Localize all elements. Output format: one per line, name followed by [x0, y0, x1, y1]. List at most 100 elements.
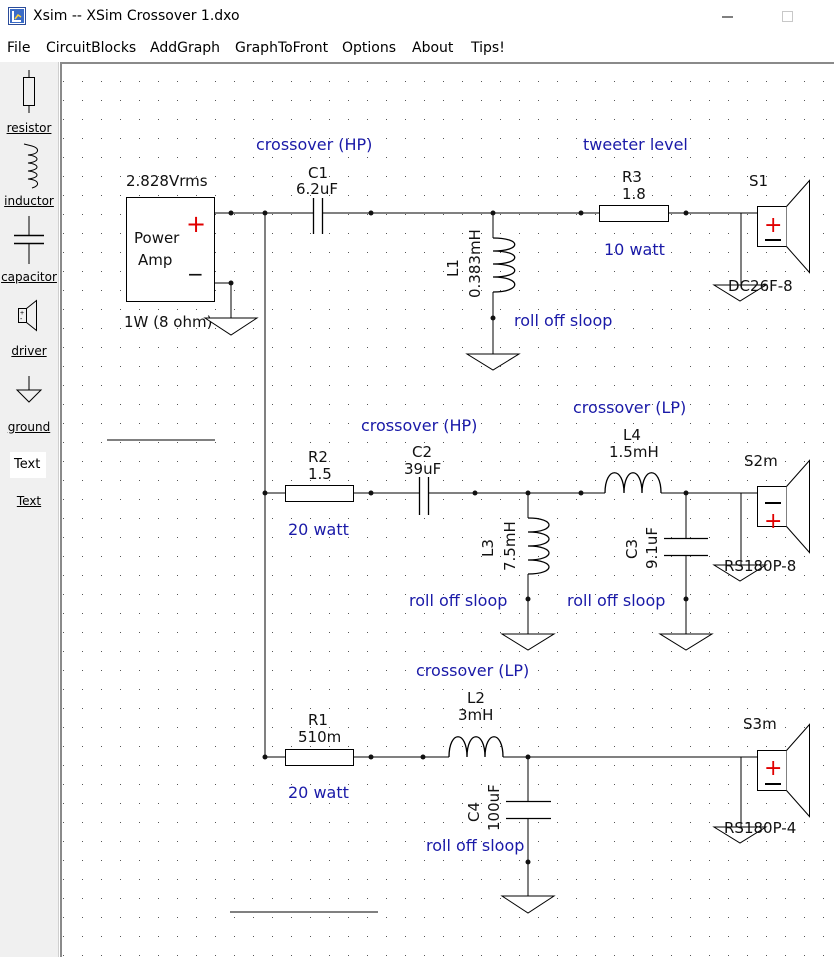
amp-name-line1: Power: [134, 229, 180, 247]
title-bar: Xsim -- XSim Crossover 1.dxo: [0, 0, 834, 34]
label-crossover-hp-1: crossover (HP): [256, 135, 372, 154]
l3-name: L3: [479, 539, 497, 557]
tool-ground[interactable]: ground: [0, 374, 58, 440]
tool-label-inductor: inductor: [4, 194, 54, 208]
r1-watt: 20 watt: [288, 783, 349, 802]
maximize-button[interactable]: [764, 2, 810, 32]
capacitor-c1[interactable]: [305, 198, 330, 234]
s1-plus: +: [764, 213, 782, 238]
ground-icon: [712, 564, 768, 582]
text-tool-icon-label: Text: [14, 457, 41, 472]
label-crossover-lp-1: crossover (LP): [573, 398, 686, 417]
label-crossover-lp-2: crossover (LP): [416, 661, 529, 680]
capacitor-c4[interactable]: [506, 800, 552, 820]
tool-inductor[interactable]: inductor: [0, 142, 58, 212]
r1-value: 510m: [298, 728, 341, 746]
ground-icon: [500, 895, 556, 914]
amp-plus-terminal: +: [186, 210, 206, 238]
capacitor-c2[interactable]: [414, 477, 434, 515]
s1-name: S1: [749, 172, 768, 190]
resistor-icon: [23, 70, 35, 113]
svg-text:-: -: [20, 316, 23, 323]
inductor-l4[interactable]: [604, 472, 662, 494]
schematic-canvas[interactable]: 2.828Vrms Power Amp + − 1W (8 ohm) cross…: [60, 62, 834, 957]
junction-dots: [228, 210, 689, 865]
schematic-drawing: 2.828Vrms Power Amp + − 1W (8 ohm) cross…: [62, 64, 834, 957]
speaker-s3m[interactable]: +: [757, 723, 810, 818]
l1-value: 0.383mH: [466, 229, 484, 298]
c2-value: 39uF: [404, 460, 441, 478]
c3-name: C3: [623, 539, 641, 559]
power-amp[interactable]: 2.828Vrms Power Amp + − 1W (8 ohm): [124, 172, 215, 331]
l3-value: 7.5mH: [501, 521, 519, 571]
speaker-s1[interactable]: +: [757, 179, 810, 274]
l1-name: L1: [444, 259, 462, 277]
tool-capacitor[interactable]: capacitor: [0, 216, 58, 286]
c1-value: 6.2uF: [296, 180, 338, 198]
c2-name: C2: [412, 443, 432, 461]
menu-tips[interactable]: Tips!: [471, 40, 505, 56]
amp-power: 1W (8 ohm): [124, 313, 212, 331]
resistor-r3[interactable]: [599, 205, 669, 222]
c4-value: 100uF: [485, 784, 503, 831]
component-toolbox: resistor inductor capacitor + - driver g…: [0, 62, 59, 957]
inductor-l1[interactable]: [492, 237, 516, 293]
amp-voltage: 2.828Vrms: [126, 172, 208, 190]
speaker-s2m[interactable]: +: [757, 459, 810, 554]
label-tweeter-level: tweeter level: [583, 135, 688, 154]
r3-value: 1.8: [622, 185, 646, 203]
resistor-r1[interactable]: [285, 749, 354, 766]
ground-icon: [500, 633, 556, 651]
ground-icon: [15, 376, 43, 403]
mid-branch: crossover (HP) crossover (LP) R2 1.5 20 …: [285, 398, 810, 610]
l3-note: roll off sloop: [409, 591, 507, 610]
l1-note: roll off sloop: [514, 311, 612, 330]
c4-name: C4: [465, 802, 483, 822]
l2-value: 3mH: [458, 706, 493, 724]
tool-resistor[interactable]: resistor: [0, 70, 58, 138]
tool-text[interactable]: Text Text: [0, 452, 58, 512]
inductor-l2[interactable]: [448, 736, 504, 758]
s2m-model: RS180P-8: [724, 557, 796, 575]
r2-value: 1.5: [308, 465, 332, 483]
l4-value: 1.5mH: [609, 443, 659, 461]
r3-name: R3: [622, 168, 642, 186]
s1-model: DC26F-8: [728, 277, 793, 295]
minimize-button[interactable]: [704, 2, 750, 32]
ground-icon: [203, 317, 259, 336]
capacitor-c3[interactable]: [664, 537, 710, 557]
c1-name: C1: [308, 164, 328, 182]
capacitor-icon: [14, 216, 44, 264]
menu-about[interactable]: About: [412, 40, 454, 56]
resistor-r2[interactable]: [285, 485, 354, 502]
svg-text:+: +: [20, 310, 24, 317]
menu-addgraph[interactable]: AddGraph: [150, 40, 221, 56]
menu-circuitblocks[interactable]: CircuitBlocks: [46, 40, 137, 56]
ground-icon: [712, 826, 768, 844]
tool-driver[interactable]: + - driver: [0, 298, 58, 364]
text-tool-icon: Text: [10, 452, 46, 478]
ground-symbols: [203, 284, 768, 914]
menu-file[interactable]: File: [7, 40, 31, 56]
amp-name-line2: Amp: [138, 251, 172, 269]
speaker-icon: + -: [18, 299, 37, 332]
inductor-l3[interactable]: [527, 517, 550, 575]
tool-label-text: Text: [16, 494, 42, 508]
r2-watt: 20 watt: [288, 520, 349, 539]
s3m-plus: +: [764, 756, 782, 781]
menu-bar: File CircuitBlocks AddGraph GraphToFront…: [0, 34, 834, 62]
r1-name: R1: [308, 711, 328, 729]
ground-icon: [465, 353, 521, 371]
app-icon: [8, 7, 26, 25]
tool-label-resistor: resistor: [6, 121, 52, 135]
s2m-plus: +: [764, 509, 782, 534]
menu-options[interactable]: Options: [342, 40, 397, 56]
r3-watt: 10 watt: [604, 240, 665, 259]
amp-minus-terminal: −: [187, 262, 204, 286]
c4-note: roll off sloop: [426, 836, 524, 855]
s2m-name: S2m: [744, 452, 778, 470]
l4-name: L4: [623, 426, 641, 444]
c3-value: 9.1uF: [643, 527, 661, 569]
menu-graphtofront[interactable]: GraphToFront: [235, 40, 329, 56]
l2-name: L2: [467, 689, 485, 707]
